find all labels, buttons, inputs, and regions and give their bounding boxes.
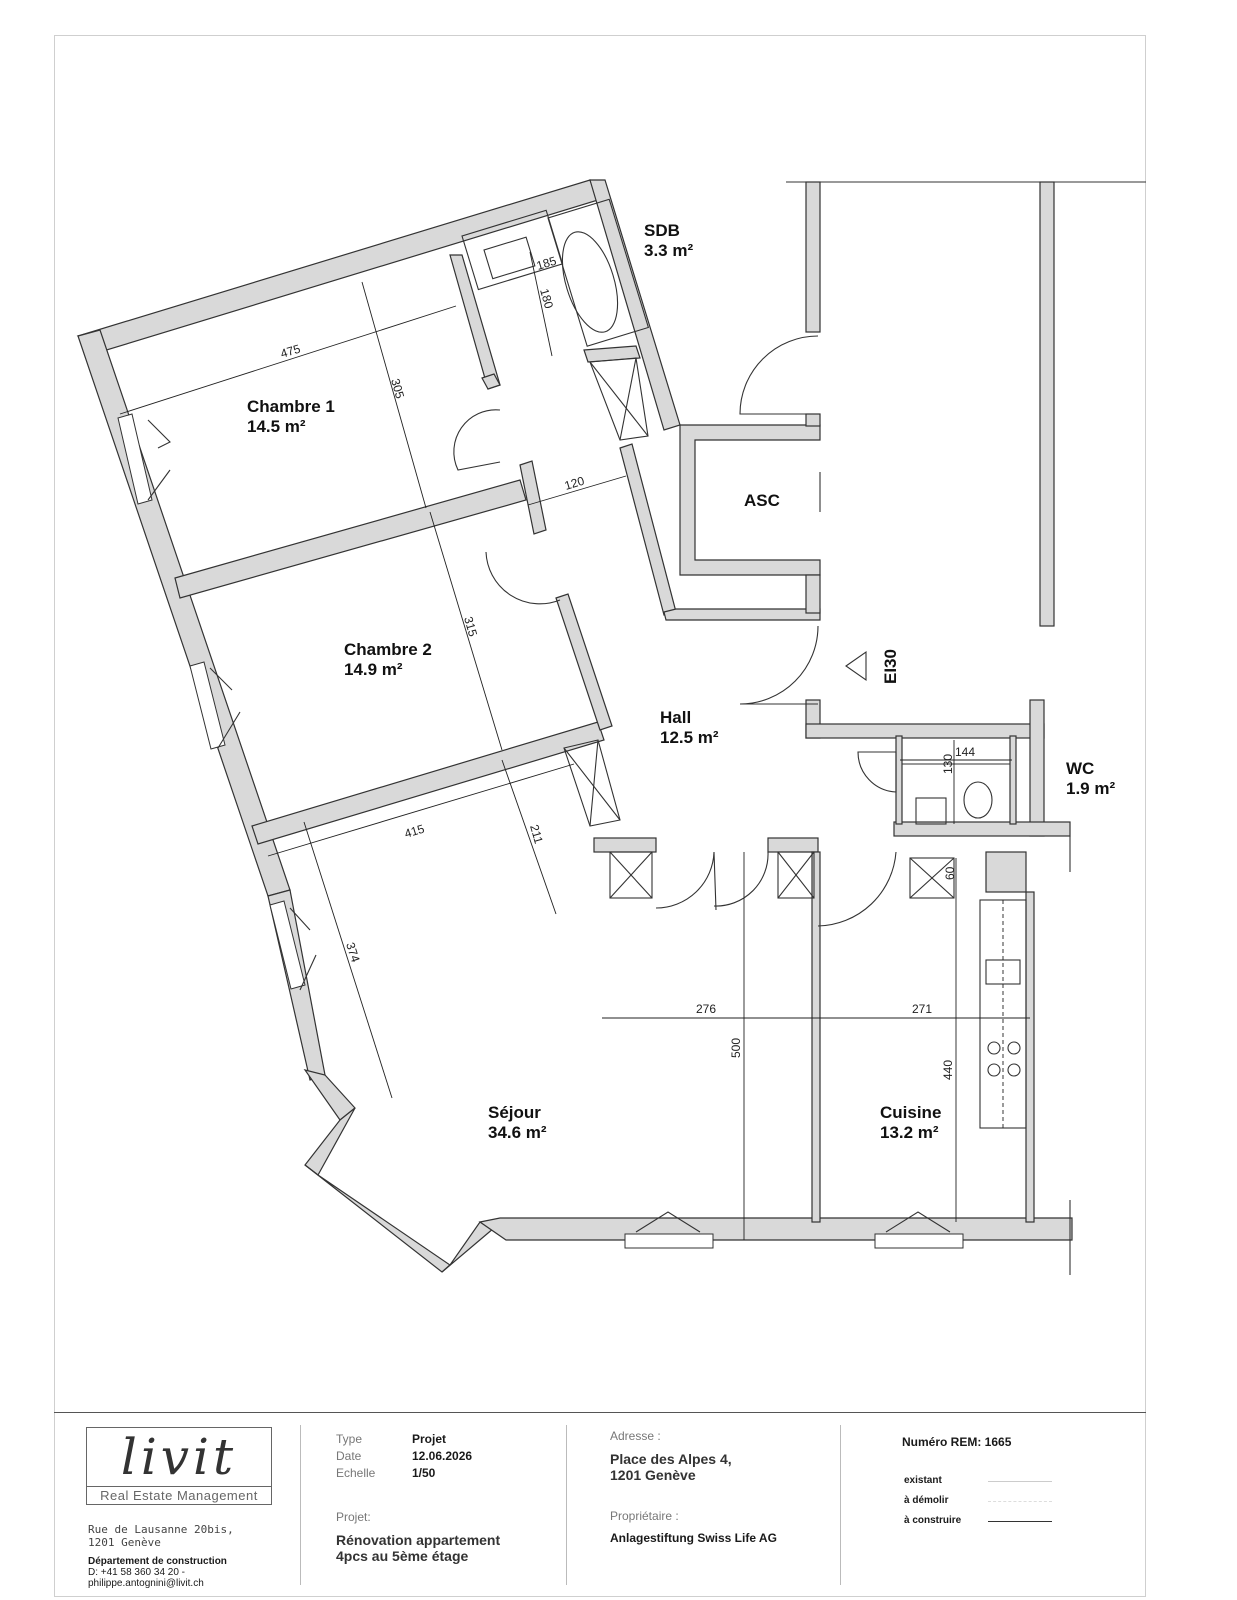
fire-door-marker xyxy=(845,650,867,682)
wc-fixtures xyxy=(902,763,1010,825)
project-label: Projet: xyxy=(336,1510,371,1524)
separator xyxy=(566,1425,567,1585)
owner-info: Propriétaire : Anlagestiftung Swiss Life… xyxy=(610,1509,777,1545)
room-name-asc: ASC xyxy=(744,491,780,510)
room-area-chambre2: 14.9 m² xyxy=(344,660,403,679)
sdb-fixtures xyxy=(461,198,650,347)
room-area-sdb: 3.3 m² xyxy=(644,241,693,260)
dim-271: 271 xyxy=(912,1002,932,1016)
dim-374: 374 xyxy=(343,941,363,965)
title-block: livit Real Estate Management Rue de Laus… xyxy=(54,1412,1146,1598)
legend-demolir: à démolir xyxy=(904,1495,1052,1515)
dim-144: 144 xyxy=(955,745,975,759)
room-area-hall: 12.5 m² xyxy=(660,728,719,747)
dim-130: 130 xyxy=(941,754,955,774)
date-value: 12.06.2026 xyxy=(412,1449,473,1463)
dim-276: 276 xyxy=(696,1002,716,1016)
dim-415: 415 xyxy=(403,822,427,841)
room-name-chambre2: Chambre 2 xyxy=(344,640,432,659)
floor-plan: SDB 3.3 m² Chambre 1 14.5 m² ASC Chambre… xyxy=(76,179,1146,1275)
legend-construire: à construire xyxy=(904,1515,1052,1535)
drawing-sheet xyxy=(54,35,1146,1597)
company-address-line1: Rue de Lausanne 20bis, xyxy=(88,1523,234,1536)
dim-440: 440 xyxy=(941,1060,955,1080)
dim-180: 180 xyxy=(537,287,556,310)
address-line2: 1201 Genève xyxy=(610,1467,696,1483)
dim-120: 120 xyxy=(563,474,587,493)
dimension-labels: 475 305 185 180 120 315 415 211 374 144 … xyxy=(279,254,976,1080)
department: Département de construction xyxy=(88,1556,227,1567)
dim-185: 185 xyxy=(535,254,559,273)
room-name-chambre1: Chambre 1 xyxy=(247,397,335,416)
company-address-line2: 1201 Genève xyxy=(88,1536,161,1549)
dim-315: 315 xyxy=(461,615,480,638)
type-value: Projet xyxy=(412,1432,447,1446)
separator xyxy=(300,1425,301,1585)
project-line2: 4pcs au 5ème étage xyxy=(336,1548,469,1564)
scale-value: 1/50 xyxy=(412,1466,436,1480)
project-line1: Rénovation appartement xyxy=(336,1532,501,1548)
address-info: Adresse : Place des Alpes 4, 1201 Genève xyxy=(610,1429,732,1483)
date-label: Date xyxy=(336,1449,362,1463)
dimension-lines xyxy=(119,251,1030,1240)
dim-60: 60 xyxy=(943,866,957,880)
legend: existant à démolir à construire xyxy=(904,1475,1052,1535)
room-name-hall: Hall xyxy=(660,708,691,727)
room-name-sejour: Séjour xyxy=(488,1103,541,1122)
room-labels: SDB 3.3 m² Chambre 1 14.5 m² ASC Chambre… xyxy=(247,221,1115,1142)
logo-wordmark: livit xyxy=(120,1428,238,1486)
door-swings xyxy=(147,335,951,1233)
kitchen-counter xyxy=(979,899,1027,1129)
walls xyxy=(76,179,1146,1275)
owner-value: Anlagestiftung Swiss Life AG xyxy=(610,1531,777,1545)
room-name-sdb: SDB xyxy=(644,221,680,240)
company-contact: Département de construction D: +41 58 36… xyxy=(88,1556,227,1589)
room-area-cuisine: 13.2 m² xyxy=(880,1123,939,1142)
room-name-cuisine: Cuisine xyxy=(880,1103,941,1122)
type-label: Type xyxy=(336,1432,363,1446)
dim-305: 305 xyxy=(388,377,407,400)
scale-label: Echelle xyxy=(336,1466,376,1480)
company-logo: livit Real Estate Management xyxy=(86,1427,272,1505)
separator xyxy=(840,1425,841,1585)
dim-475: 475 xyxy=(279,342,303,361)
dim-500: 500 xyxy=(729,1038,743,1058)
company-address: Rue de Lausanne 20bis, 1201 Genève xyxy=(88,1523,234,1549)
logo-subtitle: Real Estate Management xyxy=(87,1486,271,1504)
address-line1: Place des Alpes 4, xyxy=(610,1451,732,1467)
room-area-chambre1: 14.5 m² xyxy=(247,417,306,436)
room-name-wc: WC xyxy=(1066,759,1094,778)
address-label: Adresse : xyxy=(610,1429,661,1443)
room-area-wc: 1.9 m² xyxy=(1066,779,1115,798)
drawing-meta: Type Projet Date 12.06.2026 Echelle 1/50 xyxy=(336,1431,472,1482)
owner-label: Propriétaire : xyxy=(610,1509,679,1523)
email: philippe.antognini@livit.ch xyxy=(88,1578,204,1589)
legend-existant: existant xyxy=(904,1475,1052,1495)
duct-shafts xyxy=(563,357,955,899)
dim-211: 211 xyxy=(527,823,546,846)
fire-rating-label: EI30 xyxy=(881,649,900,684)
project-info: Projet: Rénovation appartement 4pcs au 5… xyxy=(336,1510,500,1564)
phone: D: +41 58 360 34 20 - xyxy=(88,1567,186,1578)
rem-number: Numéro REM: 1665 xyxy=(902,1435,1012,1449)
room-area-sejour: 34.6 m² xyxy=(488,1123,547,1142)
